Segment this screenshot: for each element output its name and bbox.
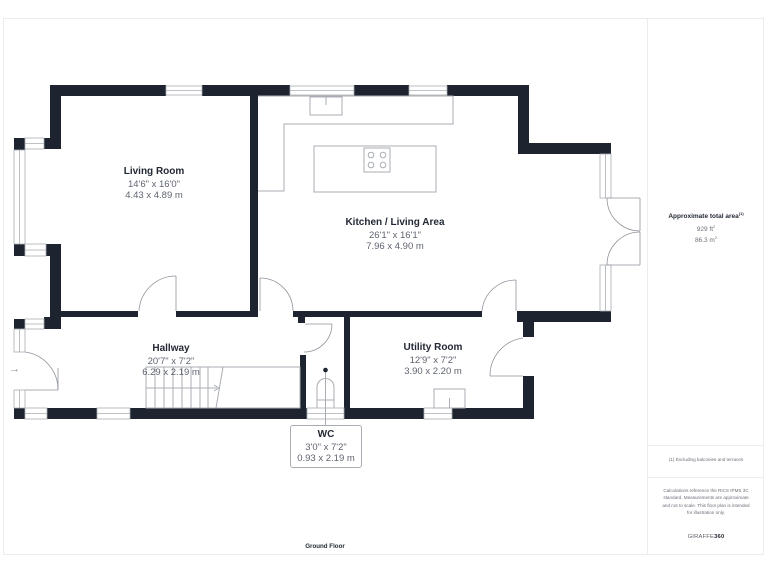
kitchen-island (313, 145, 437, 193)
wall (47, 408, 97, 419)
total-area-sqft-value: 929 ft (696, 226, 714, 234)
room-dimensions-imperial: 20'7" x 7'2" (147, 355, 195, 367)
side-panel-separator (647, 477, 764, 478)
brand-prefix: GIRAFFE (687, 534, 715, 540)
room-label-living-room: Living Room 14'6" x 16'0" 4.43 x 4.89 m (94, 166, 214, 202)
wall (250, 96, 258, 311)
fixtures (145, 95, 466, 425)
wall (14, 319, 25, 329)
room-dimensions-imperial: 3'0" x 7'2" (305, 441, 347, 453)
wall (176, 311, 258, 317)
room-name: WC (317, 429, 335, 440)
hob-icon (363, 147, 391, 173)
room-label-wc: WC 3'0" x 7'2" 0.93 x 2.19 m (291, 429, 361, 465)
area-footnote: (1) Excluding balconies and terraces (668, 457, 744, 462)
wall (344, 408, 424, 419)
measurement-disclaimer: Calculations reference the RICS IPMS 3C … (662, 488, 750, 515)
room-dimensions-imperial: 26'1" x 16'1" (368, 229, 422, 241)
room-label-hallway: Hallway 20'7" x 7'2" 6.29 x 2.19 m (121, 343, 221, 379)
wall (293, 311, 482, 317)
wall (517, 311, 611, 322)
walls (14, 85, 611, 419)
room-label-kitchen-living-area: Kitchen / Living Area 26'1" x 16'1" 7.96… (330, 217, 460, 253)
room-dimensions-metric: 0.93 x 2.19 m (297, 453, 355, 465)
wall (50, 85, 61, 140)
wall (523, 311, 534, 337)
wall (14, 138, 25, 150)
footnote-marker: (1) (738, 211, 744, 216)
brand-suffix: 360 (714, 534, 725, 540)
wall (50, 85, 166, 96)
wall (447, 85, 529, 96)
room-dimensions-metric: 4.43 x 4.89 m (125, 190, 183, 202)
wall (300, 355, 306, 419)
wall (61, 311, 138, 317)
room-dimensions-metric: 6.29 x 2.19 m (142, 367, 200, 379)
side-panel-separator (647, 445, 764, 446)
wall (344, 317, 350, 419)
room-name: Living Room (123, 166, 185, 177)
total-area-sqm-value: 86.3 m (694, 237, 715, 245)
wall (50, 244, 61, 320)
room-label-utility-room: Utility Room 12'9" x 7'2" 3.90 x 2.20 m (378, 342, 488, 378)
wall (354, 85, 409, 96)
wall (14, 244, 25, 256)
kitchen-counter (258, 95, 454, 192)
brand-logo: GIRAFFE360 (648, 534, 764, 540)
room-dimensions-imperial: 14'6" x 16'0" (127, 178, 181, 190)
wall (518, 85, 529, 153)
room-name: Kitchen / Living Area (345, 217, 445, 228)
entrance-arrow-icon: → (9, 363, 20, 375)
total-area-title: Approximate total area(1) (648, 211, 764, 220)
room-dimensions-metric: 7.96 x 4.90 m (366, 241, 424, 253)
floorplan-frame (3, 18, 764, 555)
total-area-sqm: 86.3 m2 (648, 235, 764, 244)
room-name: Hallway (152, 343, 190, 354)
wall (44, 138, 61, 149)
wc-label-pin (323, 367, 328, 373)
wall (130, 408, 307, 419)
room-dimensions-imperial: 12'9" x 7'2" (409, 354, 457, 366)
wall (44, 317, 61, 329)
wc-label-box: WC 3'0" x 7'2" 0.93 x 2.19 m (290, 425, 362, 468)
total-area-sqft: 929 ft2 (648, 224, 764, 233)
wall (298, 317, 305, 323)
room-dimensions-metric: 3.90 x 2.20 m (404, 366, 462, 378)
floor-label: Ground Floor (305, 543, 345, 550)
wall (14, 408, 25, 419)
room-name: Utility Room (403, 342, 463, 353)
unit-superscript: 2 (713, 224, 716, 229)
wall (452, 408, 534, 419)
windows (13, 85, 612, 420)
side-panel-divider (647, 18, 648, 555)
wall (523, 376, 534, 419)
wall (202, 85, 290, 96)
unit-superscript: 2 (714, 235, 718, 240)
doors (24, 197, 641, 391)
wall (518, 143, 611, 154)
total-area-title-text: Approximate total area (668, 213, 739, 221)
